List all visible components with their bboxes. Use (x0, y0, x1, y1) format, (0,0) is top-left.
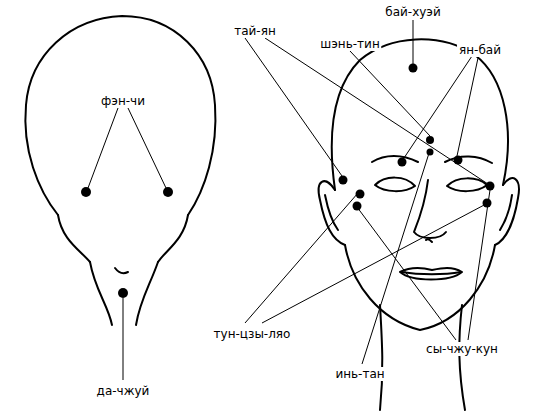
point-label: фэн-чи (99, 94, 147, 108)
point-label: тун-цзы-ляо (212, 327, 293, 341)
point-label: инь-тан (333, 367, 386, 381)
point-label: сы-чжу-кун (424, 342, 500, 356)
point-label: да-чжуй (95, 384, 152, 398)
point-label: бай-хуэй (383, 5, 442, 19)
point-label: шэнь-тин (318, 37, 381, 51)
point-label: тай-ян (232, 24, 278, 38)
point-label: ян-бай (457, 43, 503, 57)
